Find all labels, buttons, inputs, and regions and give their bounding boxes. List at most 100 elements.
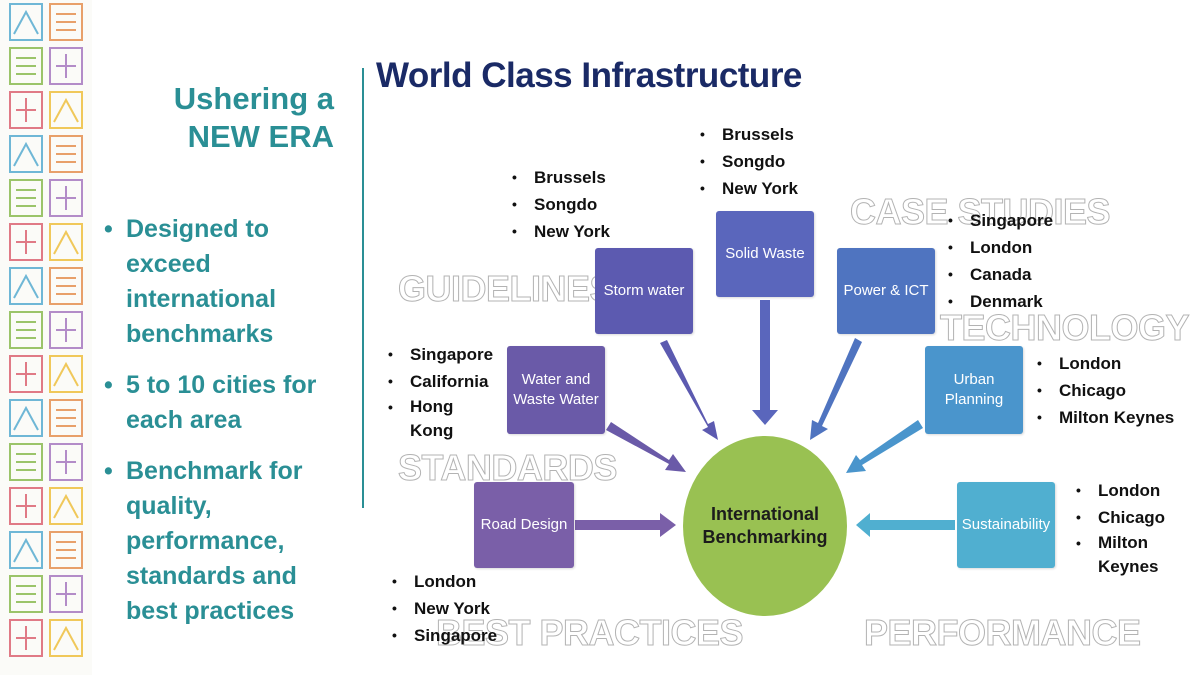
pattern-tile-icon — [9, 443, 43, 481]
pattern-glyph-icon — [16, 57, 36, 75]
node-urban-line1: Urban — [953, 371, 995, 388]
pattern-glyph-icon — [53, 229, 79, 255]
left-bullet-item: 5 to 10 cities for each area — [104, 368, 344, 438]
pattern-glyph-icon — [16, 98, 36, 122]
pattern-glyph-icon — [16, 494, 36, 518]
city-item: Brussels — [510, 164, 610, 191]
arrow-water — [606, 422, 686, 472]
era-title-line1: Ushering a — [173, 81, 334, 116]
pattern-tile-icon — [9, 223, 43, 261]
pattern-tile-icon — [9, 619, 43, 657]
pattern-tile-icon — [9, 135, 43, 173]
pattern-glyph-icon — [56, 13, 76, 31]
arrow-sustainability — [856, 513, 955, 537]
pattern-tile-icon — [49, 531, 83, 569]
city-item: Canada — [946, 261, 1053, 288]
watermark-performance: PERFORMANCE — [864, 612, 1142, 654]
pattern-glyph-icon — [16, 321, 36, 339]
arrow-power-ict — [810, 338, 862, 440]
hub-international-benchmarking: International Benchmarking — [683, 436, 847, 616]
pattern-glyph-icon — [16, 189, 36, 207]
city-item: Denmark — [946, 288, 1053, 315]
left-bullet-item: Benchmark for quality, performance, stan… — [104, 454, 344, 629]
city-item: Chicago — [1074, 504, 1184, 531]
pattern-glyph-icon — [53, 625, 79, 651]
node-water-line2: Waste Water — [513, 391, 599, 408]
cities-road-design: London New York Singapore — [390, 568, 497, 649]
city-item: New York — [510, 218, 610, 245]
city-item: New York — [698, 175, 798, 202]
city-item: London — [946, 234, 1053, 261]
pattern-glyph-icon — [13, 273, 39, 299]
pattern-tile-icon — [49, 311, 83, 349]
city-item: Songdo — [698, 148, 798, 175]
hub-line1: International — [710, 504, 819, 524]
cities-urban-planning: London Chicago Milton Keynes — [1035, 350, 1174, 431]
pattern-tile-icon — [49, 575, 83, 613]
city-item: Songdo — [510, 191, 610, 218]
pattern-glyph-icon — [56, 277, 76, 295]
left-bullet-item: Designed to exceed international benchma… — [104, 212, 344, 352]
pattern-tile-icon — [49, 267, 83, 305]
pattern-glyph-icon — [56, 54, 76, 78]
watermark-standards: STANDARDS — [398, 447, 618, 489]
pattern-glyph-icon — [56, 318, 76, 342]
pattern-tile-icon — [9, 355, 43, 393]
pattern-tile-icon — [49, 619, 83, 657]
city-item: Singapore — [390, 622, 497, 649]
pattern-glyph-icon — [53, 97, 79, 123]
pattern-tile-icon — [9, 3, 43, 41]
pattern-icons — [9, 3, 83, 657]
city-item: London — [1074, 477, 1184, 504]
pattern-glyph-icon — [13, 9, 39, 35]
arrow-solid-waste — [752, 300, 778, 425]
pattern-tile-icon — [9, 531, 43, 569]
cities-water: Singapore California Hong Kong — [386, 341, 506, 443]
pattern-tile-icon — [49, 355, 83, 393]
pattern-tile-icon — [9, 179, 43, 217]
era-title: Ushering a NEW ERA — [150, 80, 334, 156]
pattern-glyph-icon — [56, 145, 76, 163]
pattern-glyph-icon — [56, 541, 76, 559]
pattern-glyph-icon — [16, 585, 36, 603]
pattern-tile-icon — [9, 575, 43, 613]
watermark-guidelines: GUIDELINES — [397, 268, 614, 310]
arrow-urban-planning — [846, 420, 923, 473]
node-power-ict: Power & ICT — [837, 248, 935, 334]
node-storm-water: Storm water — [595, 248, 693, 334]
pattern-tile-icon — [49, 443, 83, 481]
pattern-tile-icon — [49, 47, 83, 85]
city-item: New York — [390, 595, 497, 622]
pattern-tile-icon — [9, 267, 43, 305]
city-item: London — [1035, 350, 1174, 377]
city-item: California — [386, 368, 506, 395]
city-item: Singapore — [946, 207, 1053, 234]
pattern-glyph-icon — [13, 405, 39, 431]
cities-power-ict: Singapore London Canada Denmark — [946, 207, 1053, 315]
pattern-tile-icon — [49, 179, 83, 217]
node-sustainability: Sustainability — [957, 482, 1055, 568]
cities-solid-waste: Brussels Songdo New York — [698, 121, 798, 202]
pattern-glyph-icon — [13, 141, 39, 167]
city-item: Hong Kong — [386, 395, 480, 443]
pattern-tile-icon — [49, 135, 83, 173]
city-item: Brussels — [698, 121, 798, 148]
hub-line2: Benchmarking — [702, 527, 828, 547]
left-bullet-list: Designed to exceed international benchma… — [104, 212, 344, 645]
node-water-line1: Water and — [521, 371, 591, 388]
pattern-glyph-icon — [56, 582, 76, 606]
city-item: Milton Keynes — [1035, 404, 1174, 431]
cities-storm-water: Brussels Songdo New York — [510, 164, 610, 245]
vertical-divider — [362, 68, 364, 508]
pattern-glyph-icon — [16, 362, 36, 386]
pattern-glyph-icon — [53, 361, 79, 387]
cities-sustainability: London Chicago Milton Keynes — [1074, 477, 1184, 579]
pattern-tile-icon — [9, 91, 43, 129]
pattern-glyph-icon — [56, 409, 76, 427]
node-road-design: Road Design — [474, 482, 574, 568]
pattern-tile-icon — [9, 311, 43, 349]
pattern-tile-icon — [49, 223, 83, 261]
decorative-pattern-strip — [0, 0, 92, 675]
city-item: Milton Keynes — [1074, 531, 1168, 579]
